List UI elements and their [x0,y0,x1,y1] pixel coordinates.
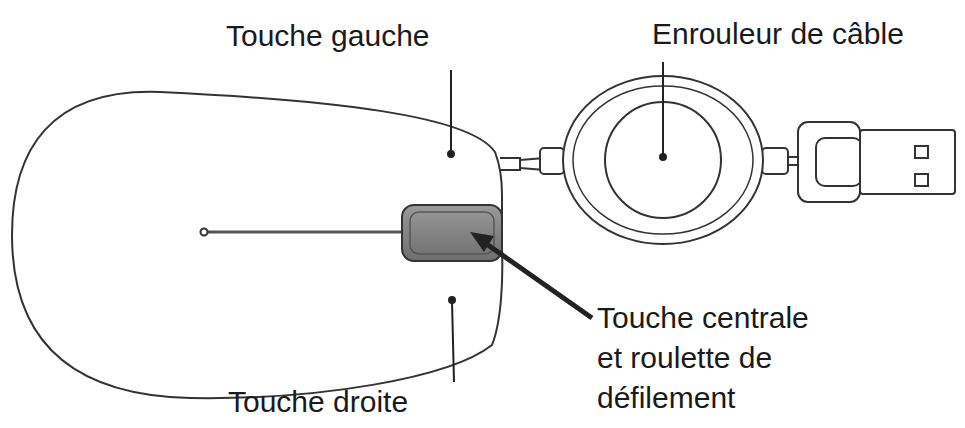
cord-connector [500,158,520,170]
usb-connector [860,130,955,194]
scroll-wheel [402,205,502,261]
reel-tab [540,148,564,174]
leader-head [470,232,494,252]
usb-grip [816,138,862,186]
callout-label: Touche gauche [226,16,526,56]
leader-line [662,62,664,155]
callout-label: Touche droite [228,384,528,420]
reel-tab [762,148,788,174]
leader-line [452,302,454,382]
wheel-inner [410,212,494,254]
leader-dot [448,151,454,157]
usb-hole [915,146,928,158]
mouse-body [12,92,502,398]
callout-label: Enrouleur de câble [652,14,962,54]
button-groove [207,231,405,234]
usb-hole [915,174,928,186]
leader-line [488,245,592,318]
groove-end [201,229,208,236]
callout-label: Touche centrale et roulette de défilemen… [597,298,837,418]
leader-line [450,70,452,152]
leader-dot [449,297,455,303]
leader-dot [660,154,666,160]
